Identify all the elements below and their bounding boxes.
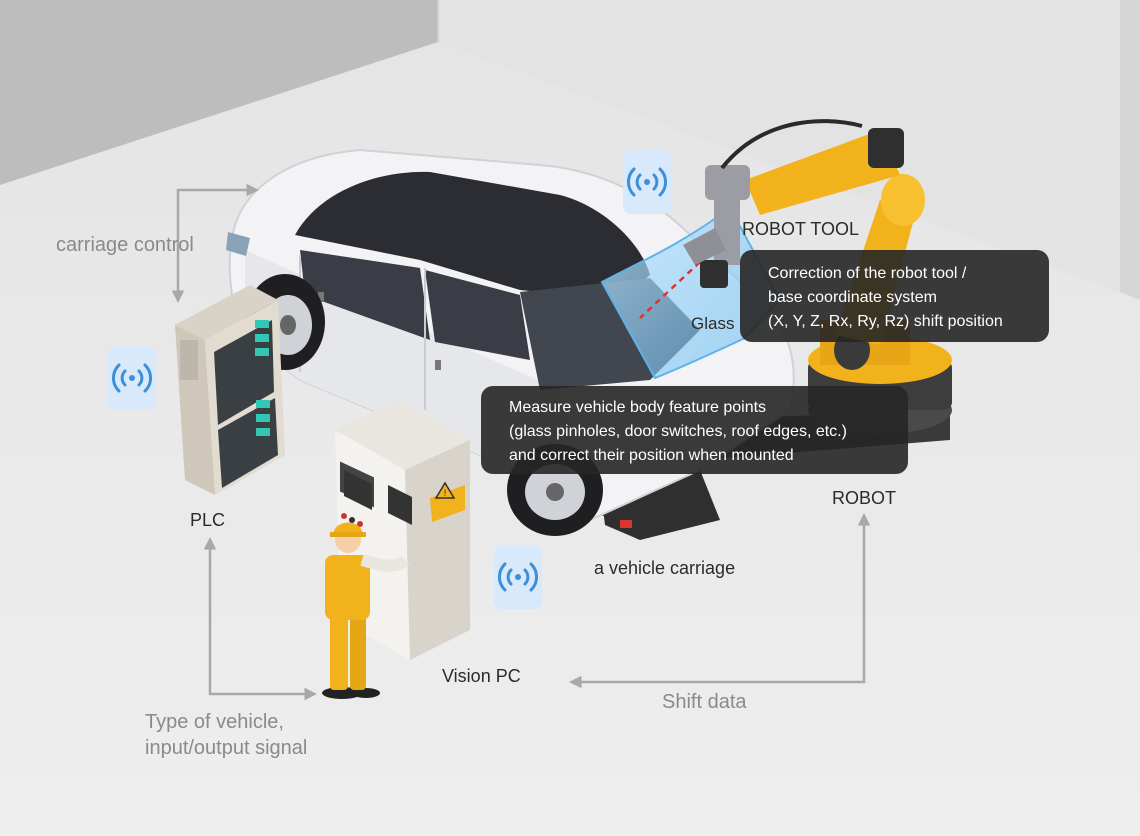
callout-line: and correct their position when mounted — [509, 447, 794, 464]
label-glass: Glass — [691, 314, 735, 333]
callout-line: (X, Y, Z, Rx, Ry, Rz) shift position — [768, 313, 1003, 330]
callout-line: base coordinate system — [768, 289, 937, 306]
arrow-carriage-control — [171, 183, 259, 303]
worker — [322, 522, 410, 699]
callout-robot-correction: Correction of the robot tool / base coor… — [740, 250, 1049, 342]
label-robot-tool: ROBOT TOOL — [742, 219, 860, 239]
label-robot: ROBOT — [832, 488, 897, 508]
label-io-signal: input/output signal — [145, 737, 308, 759]
carriage-light — [620, 520, 632, 528]
flow-arrows — [171, 183, 871, 701]
wireless-signal-icon — [108, 346, 156, 410]
callout-line: Measure vehicle body feature points — [509, 399, 767, 416]
warning-triangle-icon: ! — [434, 481, 456, 499]
wireless-signal-icon — [494, 545, 542, 609]
plc-cabinet — [175, 285, 285, 495]
label-plc: PLC — [190, 510, 226, 530]
label-vision-pc: Vision PC — [442, 666, 521, 686]
warning-panel — [430, 485, 465, 522]
wireless-signal-icon — [623, 150, 671, 214]
arrow-plc-vision — [203, 537, 317, 701]
callout-line: Correction of the robot tool / — [768, 265, 967, 282]
arrow-shift-data — [569, 513, 871, 689]
label-shift-data: Shift data — [662, 691, 747, 713]
vision-ray — [639, 261, 701, 319]
label-vehicle-carriage: a vehicle carriage — [594, 558, 736, 578]
label-carriage-control: carriage control — [56, 234, 194, 256]
callout-line: (glass pinholes, door switches, roof edg… — [509, 423, 847, 440]
svg-text:!: ! — [444, 488, 447, 498]
callout-measure-body: Measure vehicle body feature points (gla… — [481, 386, 908, 474]
label-type-of-vehicle: Type of vehicle, — [145, 711, 284, 733]
